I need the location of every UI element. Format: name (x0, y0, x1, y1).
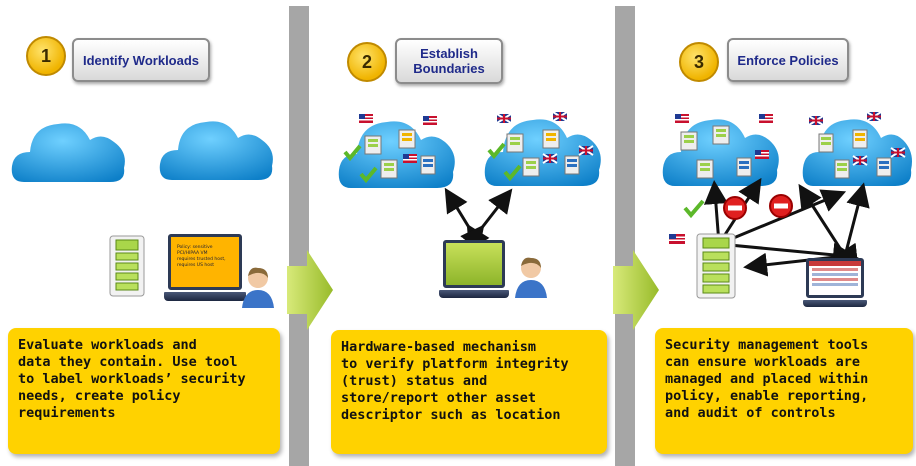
block-icon (769, 194, 793, 218)
step-panel-3: 3 Enforce Policies (635, 0, 916, 466)
cloud-icon (662, 114, 779, 186)
server-icon (542, 129, 560, 149)
laptop-icon (439, 240, 509, 304)
server-icon (876, 157, 892, 177)
cloud-icon (159, 121, 273, 180)
checkmark-icon (487, 142, 506, 160)
uk-flag-icon (542, 153, 558, 164)
us-flag-icon (755, 150, 769, 159)
server-icon (506, 133, 524, 153)
block-icon (723, 196, 747, 220)
uk-flag-icon (866, 111, 882, 122)
step-title: Enforce Policies (727, 38, 849, 82)
user-icon (515, 257, 547, 298)
server-icon (834, 159, 850, 179)
step-description: Evaluate workloads and data they contain… (8, 328, 280, 454)
cloud-icon (338, 114, 455, 188)
uk-flag-icon (852, 155, 868, 166)
server-icon (712, 125, 730, 145)
cloud-icon (11, 123, 125, 182)
server-icon (380, 159, 398, 179)
step-title: Establish Boundaries (395, 38, 503, 84)
laptop-icon: Policy: sensitive PCI/HIPAA VM requires … (164, 234, 246, 306)
step-panel-1: 1 Identify Workloads Policy: sensitive P… (0, 0, 289, 466)
checkmark-icon (683, 199, 705, 219)
us-flag-icon (759, 114, 773, 123)
server-icon (522, 157, 540, 177)
server-icon (398, 129, 416, 149)
step-description: Security management tools can ensure wor… (655, 328, 913, 454)
uk-flag-icon (578, 145, 594, 156)
step-description: Hardware-based mechanism to verify platf… (331, 330, 607, 454)
server-icon (564, 155, 580, 175)
step-title: Identify Workloads (72, 38, 210, 82)
laptop-screen-text: Policy: sensitive PCI/HIPAA VM requires … (177, 245, 226, 268)
server-icon (818, 133, 834, 153)
checkmark-icon (503, 164, 522, 182)
us-flag-icon (675, 114, 689, 123)
panel-divider-2 (615, 6, 635, 466)
laptop-icon (803, 258, 867, 312)
checkmark-icon (359, 166, 378, 184)
step-number-badge: 2 (347, 42, 387, 82)
uk-flag-icon (890, 147, 906, 158)
server-icon (852, 129, 868, 149)
uk-flag-icon (552, 111, 568, 122)
us-flag-icon (403, 154, 417, 163)
us-flag-icon (359, 114, 373, 123)
uk-flag-icon (808, 115, 824, 126)
us-flag-icon (669, 234, 685, 244)
cloud-icon (484, 111, 601, 186)
server-icon (696, 233, 736, 299)
step-number-badge: 1 (26, 36, 66, 76)
cloud-icon (802, 111, 912, 186)
server-icon (696, 159, 714, 179)
user-icon (242, 267, 274, 308)
server-icon (109, 235, 145, 297)
laptop-screen: Policy: sensitive PCI/HIPAA VM requires … (168, 234, 242, 290)
server-icon (364, 135, 382, 155)
step-number-badge: 3 (679, 42, 719, 82)
server-icon (420, 155, 436, 175)
server-icon (736, 157, 752, 177)
step-panel-2: 2 Establish Boundaries (309, 0, 615, 466)
server-icon (680, 131, 698, 151)
uk-flag-icon (496, 113, 512, 124)
flow-arrow-icon (444, 187, 513, 251)
us-flag-icon (423, 116, 437, 125)
checkmark-icon (343, 144, 362, 162)
panel-divider-1 (289, 6, 309, 466)
